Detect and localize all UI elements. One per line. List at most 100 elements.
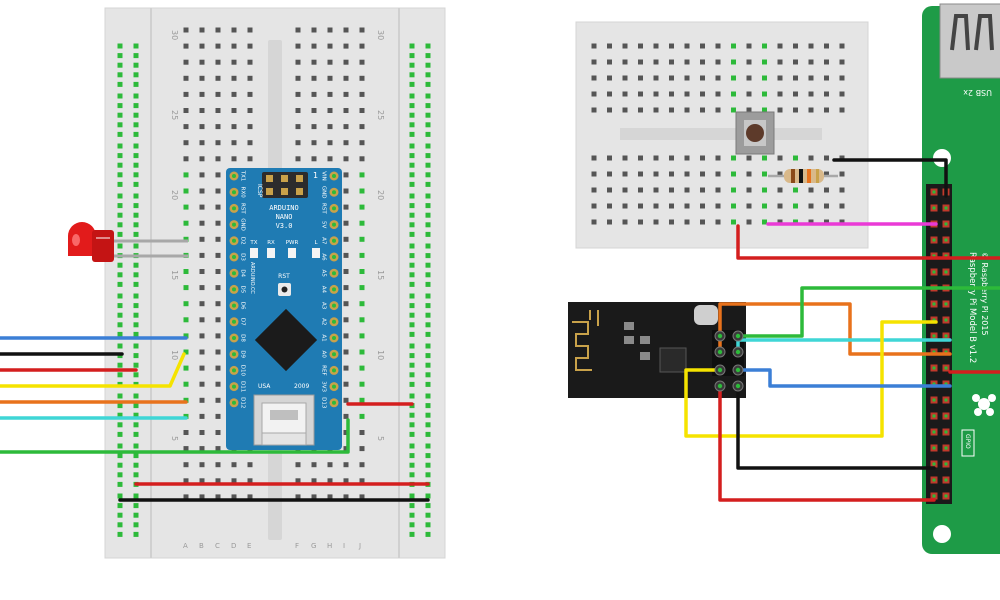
wire-yellow-left — [0, 352, 186, 388]
pin-label-d9-left: D9 — [240, 350, 246, 358]
row-number-15-left: 15 — [170, 270, 179, 280]
raspberry-logo — [972, 394, 996, 416]
pin-label-tx1-left: TX1 — [240, 170, 246, 182]
pin1-label: 1 — [313, 171, 318, 180]
pin-label-3v3-right: 3V3 — [321, 381, 327, 392]
pin-label-a7-right: A7 — [321, 237, 327, 245]
col-letter-J: J — [358, 542, 361, 550]
wire-green-left — [0, 418, 350, 454]
row-number-10-right: 10 — [376, 350, 385, 360]
col-letter-C: C — [215, 542, 220, 550]
row-number-30-left: 30 — [170, 30, 179, 40]
microcontroller-chip — [254, 308, 318, 372]
col-letter-H: H — [327, 542, 332, 550]
row-number-30-right: 30 — [376, 30, 385, 40]
status-leds: TX RX PWR L — [249, 240, 320, 258]
model-line-1: ARDUINO — [269, 204, 299, 212]
pin-label-a3-right: A3 — [321, 302, 327, 310]
wire-black-button — [832, 158, 948, 198]
pin-label-d11-left: D11 — [240, 381, 246, 392]
model-line-2: NANO — [276, 213, 293, 221]
breadboard-small-holes — [591, 43, 845, 225]
pin-label-a2-right: A2 — [321, 318, 327, 325]
wire-yellow-miso — [684, 320, 938, 438]
rf-chip — [659, 347, 687, 373]
pin-label-d2-left: D2 — [240, 237, 246, 245]
resistor — [768, 169, 838, 183]
pin-label-d3-left: D3 — [240, 253, 246, 261]
arduino-cc-label: ARDUINO.CC — [249, 262, 255, 294]
wire-red-button — [736, 224, 1000, 260]
row-number-20-right: 20 — [376, 190, 385, 200]
col-letter-D: D — [231, 542, 236, 550]
wire-black-gnd — [736, 384, 936, 470]
row-number-20-left: 20 — [170, 190, 179, 200]
row-number-10-left: 10 — [170, 350, 179, 360]
year-label: 2009 — [294, 383, 309, 390]
pin-label-5v-right: 5V — [321, 221, 327, 228]
wires-left — [0, 336, 430, 502]
led-pwr-label: PWR — [286, 240, 299, 246]
wire-orange-sck — [718, 302, 952, 356]
mini-usb-connector — [253, 394, 315, 446]
col-letter-F: F — [295, 542, 299, 550]
pin-label-d13-right: D13 — [321, 397, 327, 409]
pin-label-a5-right: A5 — [321, 270, 327, 278]
pin-label-a6-right: A6 — [321, 253, 327, 261]
usa-label: USA — [258, 383, 271, 390]
pin-label-a1-right: A1 — [321, 334, 327, 341]
red-led — [68, 222, 188, 262]
row-number-15-right: 15 — [376, 270, 385, 280]
row-number-5-right: 5 — [376, 436, 385, 441]
pin-label-d4-left: D4 — [240, 269, 246, 277]
pcb-antenna — [572, 321, 592, 371]
pin-label-rst-right: RST — [321, 203, 327, 214]
pin-label-vin-right: VIN — [321, 171, 327, 181]
model-line-3: V3.0 — [276, 222, 293, 230]
pi-copyright-text: © Raspberry Pi 2015 — [980, 252, 989, 336]
pin-label-gnd-right: GND — [321, 186, 327, 199]
pin-label-a0-right: A0 — [321, 351, 327, 359]
pin-label-d8-left: D8 — [240, 334, 246, 342]
wire-green-csn — [736, 286, 1000, 338]
raspberry-pi: USB 2x Raspberry Pi Model B v1.2 © Raspb… — [922, 3, 1000, 554]
pin-label-gnd-left: GND — [240, 218, 246, 231]
push-button — [735, 111, 775, 155]
pin-label-d5-left: D5 — [240, 286, 246, 294]
pi-model-text: Raspberry Pi Model B v1.2 — [967, 252, 977, 363]
pin-label-d6-left: D6 — [240, 302, 246, 310]
pin-label-d10-left: D10 — [240, 365, 246, 377]
gpio-label: GPIO — [964, 434, 971, 449]
usb-label: USB 2x — [963, 88, 992, 97]
col-letter-A: A — [183, 542, 188, 550]
crystal — [694, 305, 718, 325]
icsp-header — [266, 175, 303, 195]
row-number-25-right: 25 — [376, 110, 385, 120]
col-letter-B: B — [199, 542, 204, 550]
wire-blue-ce — [736, 368, 952, 388]
pin-label-rst-left: RST — [240, 203, 246, 214]
rst-label: RST — [278, 273, 290, 280]
led-tx-label: TX — [249, 240, 257, 246]
pin-label-d7-left: D7 — [240, 318, 246, 326]
pin-label-a4-right: A4 — [321, 286, 327, 294]
pin-label-ref-right: REF — [321, 365, 327, 375]
wire-red-vcc — [718, 384, 936, 502]
col-letter-I: I — [343, 542, 345, 550]
pin-label-d12-left: D12 — [240, 397, 246, 408]
wire-cyan-mosi — [736, 338, 952, 354]
led-l-label: L — [314, 240, 318, 246]
nrf24-header-pins — [714, 330, 744, 392]
led-rx-label: RX — [267, 240, 275, 246]
col-letter-E: E — [247, 542, 251, 550]
icsp-label: ICSP — [256, 184, 263, 198]
col-letter-G: G — [311, 542, 316, 550]
gpio-header — [926, 184, 952, 504]
row-number-25-left: 25 — [170, 110, 179, 120]
pin-label-rx0-left: RX0 — [240, 187, 246, 199]
breadboard-small — [575, 21, 869, 249]
